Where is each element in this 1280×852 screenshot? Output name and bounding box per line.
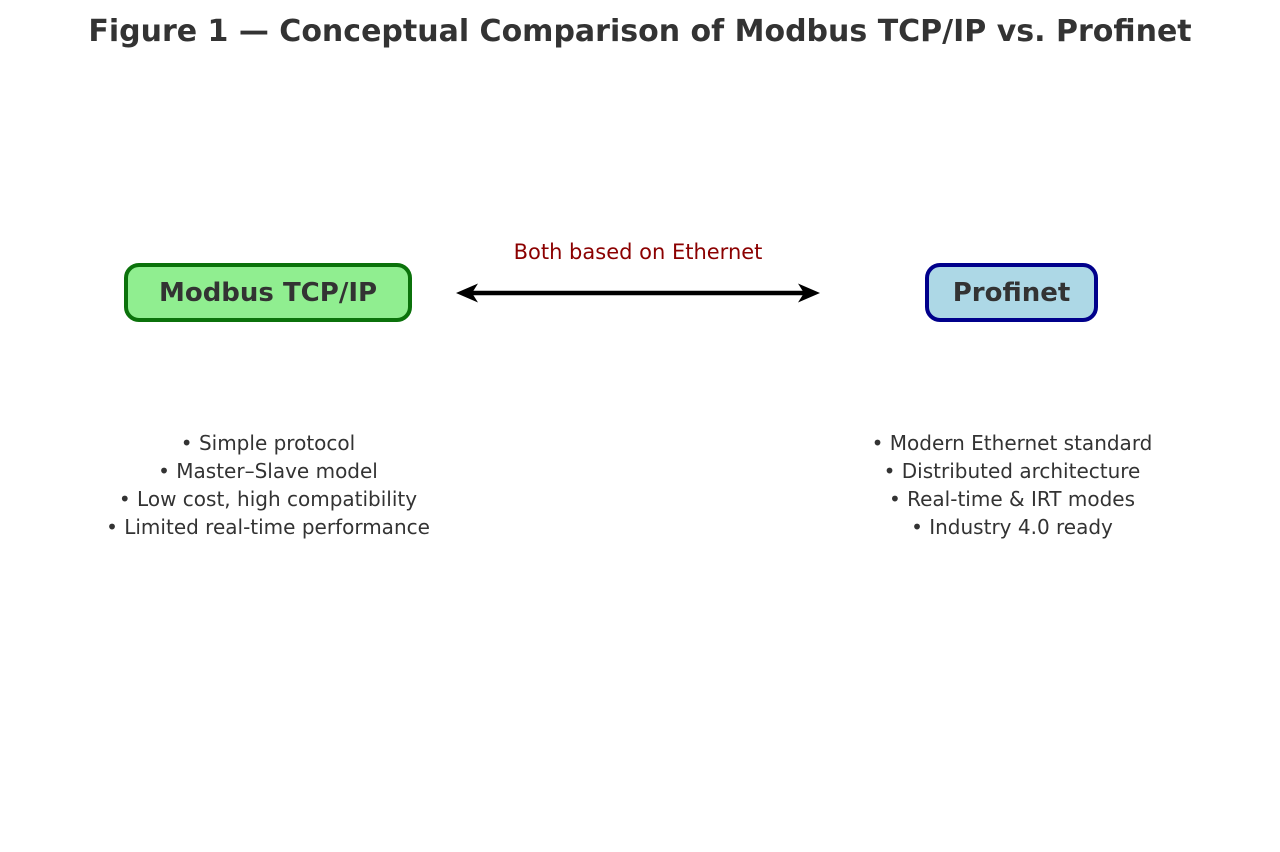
bullet-item: • Limited real-time performance bbox=[106, 515, 430, 539]
bullet-item: • Simple protocol bbox=[180, 431, 356, 455]
double-arrow-shape bbox=[456, 283, 820, 303]
modbus-bullet-list: • Simple protocol • Master–Slave model • L… bbox=[28, 429, 508, 541]
bullet-item: • Master–Slave model bbox=[158, 459, 378, 483]
figure-title: Figure 1 — Conceptual Comparison of Modb… bbox=[88, 14, 1192, 49]
bullet-item: • Distributed architecture bbox=[883, 459, 1141, 483]
bullet-item: • Modern Ethernet standard bbox=[871, 431, 1153, 455]
double-arrow-icon bbox=[456, 283, 820, 303]
modbus-box-label: Modbus TCP/IP bbox=[158, 277, 378, 308]
bullet-item: • Low cost, high compatibility bbox=[118, 487, 418, 511]
connection-label: Both based on Ethernet bbox=[513, 240, 763, 264]
bullet-item: • Industry 4.0 ready bbox=[911, 515, 1113, 539]
profinet-box: Profinet bbox=[925, 263, 1098, 322]
bullet-item: • Real-time & IRT modes bbox=[888, 487, 1136, 511]
profinet-box-label: Profinet bbox=[952, 277, 1071, 308]
profinet-bullet-list: • Modern Ethernet standard • Distributed … bbox=[772, 429, 1252, 541]
modbus-box: Modbus TCP/IP bbox=[124, 263, 412, 322]
